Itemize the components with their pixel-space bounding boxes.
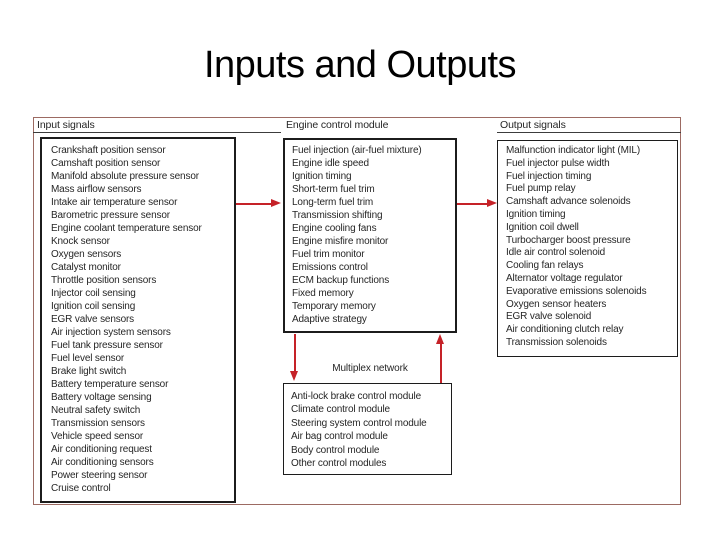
ecm-to-multiplex-arrow [290, 334, 299, 381]
list-item: Air conditioning clutch relay [506, 324, 624, 336]
list-item: Fuel trim monitor [292, 249, 365, 260]
list-item: Air bag control module [291, 431, 388, 443]
input-header-rule [33, 132, 281, 133]
ecm-to-output-arrow [457, 199, 497, 208]
list-item: Fuel level sensor [51, 353, 125, 364]
list-item: Cruise control [51, 483, 111, 494]
list-item: Idle air control solenoid [506, 247, 606, 259]
engine-control-module-header: Engine control module [286, 119, 389, 131]
arrow-head-up-icon [436, 334, 444, 344]
list-item: Malfunction indicator light (MIL) [506, 145, 640, 156]
list-item: Oxygen sensor heaters [506, 298, 607, 310]
output-signals-header: Output signals [500, 119, 566, 131]
list-item: Transmission sensors [51, 418, 145, 429]
arrow-head-right-icon [487, 199, 497, 207]
input-signals-header: Input signals [37, 119, 95, 131]
list-item: Cooling fan relays [506, 260, 584, 272]
list-item: Other control modules [291, 458, 387, 470]
list-item: Intake air temperature sensor [51, 197, 178, 208]
input-to-ecm-arrow [236, 199, 281, 208]
list-item: Evaporative emissions solenoids [506, 285, 647, 297]
list-item: Fuel injection timing [506, 170, 592, 182]
arrow-shaft [457, 203, 488, 205]
arrow-head-down-icon [290, 371, 298, 381]
arrow-shaft [439, 343, 442, 383]
list-item: Ignition timing [292, 171, 352, 182]
list-item: Vehicle speed sensor [51, 431, 144, 442]
multiplex-to-ecm-arrow [436, 334, 445, 383]
list-item: Power steering sensor [51, 470, 148, 481]
arrow-shaft [236, 203, 272, 205]
list-item: Catalyst monitor [51, 262, 121, 273]
arrow-shaft [293, 334, 296, 372]
list-item: Short-term fuel trim [292, 184, 375, 195]
list-item: Transmission solenoids [506, 336, 607, 348]
list-item: Air injection system sensors [51, 327, 171, 338]
list-item: Climate control module [291, 404, 390, 416]
list-item: Transmission shifting [292, 210, 383, 221]
list-item: Ignition timing [506, 208, 566, 220]
list-item: Body control module [291, 444, 380, 456]
list-item: Battery voltage sensing [51, 392, 152, 403]
list-item: Temporary memory [292, 301, 376, 312]
list-item: Emissions control [292, 262, 368, 273]
list-item: Long-term fuel trim [292, 197, 374, 208]
list-item: Ignition coil sensing [51, 301, 136, 312]
list-item: Anti-lock brake control module [291, 391, 422, 402]
list-item: Crankshaft position sensor [51, 145, 166, 156]
list-item: Fuel injector pulse width [506, 157, 610, 169]
list-item: Engine misfire monitor [292, 236, 389, 247]
list-item: Turbocharger boost pressure [506, 234, 631, 246]
list-item: Injector coil sensing [51, 288, 136, 299]
list-item: Engine coolant temperature sensor [51, 223, 202, 234]
list-item: Mass airflow sensors [51, 184, 142, 195]
list-item: Alternator voltage regulator [506, 272, 623, 284]
list-item: Ignition coil dwell [506, 221, 579, 233]
list-item: Fixed memory [292, 288, 354, 299]
list-item: Manifold absolute pressure sensor [51, 171, 199, 182]
output-header-rule [497, 132, 681, 133]
list-item: EGR valve sensors [51, 314, 135, 325]
list-item: Barometric pressure sensor [51, 210, 170, 221]
list-item: Air conditioning request [51, 444, 152, 455]
list-item: Adaptive strategy [292, 314, 367, 325]
list-item: Oxygen sensors [51, 249, 122, 260]
list-item: Knock sensor [51, 236, 110, 247]
list-item: Fuel pump relay [506, 183, 576, 195]
diagram-frame [33, 117, 681, 505]
multiplex-network-label: Multiplex network [332, 363, 408, 374]
list-item: Camshaft advance solenoids [506, 196, 631, 208]
list-item: Steering system control module [291, 417, 427, 429]
list-item: Neutral safety switch [51, 405, 141, 416]
list-item: Battery temperature sensor [51, 379, 169, 390]
list-item: Engine idle speed [292, 158, 369, 169]
list-item: ECM backup functions [292, 275, 390, 286]
arrow-head-right-icon [271, 199, 281, 207]
list-item: Throttle position sensors [51, 275, 157, 286]
slide-title: Inputs and Outputs [203, 44, 517, 86]
list-item: Fuel tank pressure sensor [51, 340, 163, 351]
list-item: EGR valve solenoid [506, 311, 592, 323]
list-item: Camshaft position sensor [51, 158, 161, 169]
list-item: Brake light switch [51, 366, 127, 377]
list-item: Fuel injection (air-fuel mixture) [292, 145, 422, 156]
list-item: Air conditioning sensors [51, 457, 154, 468]
list-item: Engine cooling fans [292, 223, 377, 234]
engine-control-module-box: Fuel injection (air-fuel mixture) Engine … [283, 138, 457, 333]
output-signals-box: Malfunction indicator light (MIL)Fuel in… [497, 140, 678, 357]
